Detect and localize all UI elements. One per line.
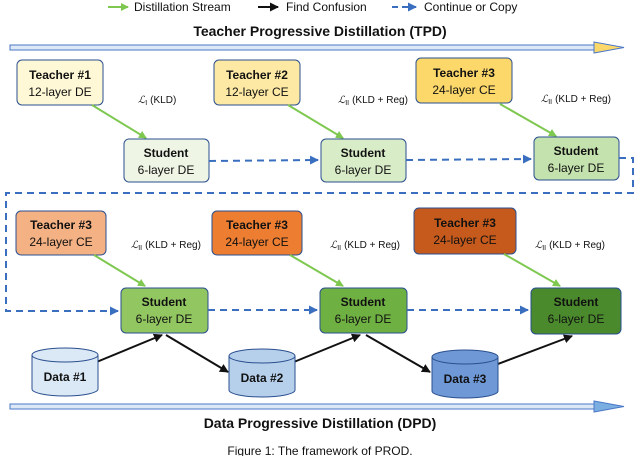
svg-text:Student: Student xyxy=(554,295,599,309)
tpd-teacher-2-desc: 12-layer CE xyxy=(225,85,288,99)
legend-distill-label: Distillation Stream xyxy=(134,0,231,14)
figure-caption: Figure 1: The framework of PROD. xyxy=(227,444,412,456)
svg-text:Student: Student xyxy=(341,146,386,160)
dpd-distill-arrow-3 xyxy=(503,253,561,287)
dpd-teacher-1: Teacher #3 24-layer CE xyxy=(15,210,107,256)
tpd-teacher-3: Teacher #3 24-layer CE xyxy=(415,57,513,104)
dpd-distill-arrow-1 xyxy=(93,254,146,287)
tpd-distill-arrow-1 xyxy=(91,104,147,139)
svg-text:ℒI(KLD): ℒI(KLD) xyxy=(138,95,176,107)
tpd-student-2: Student 6-layer DE xyxy=(320,138,407,183)
svg-text:Data #1: Data #1 xyxy=(44,370,87,384)
dpd-loss-2: ℒII(KLD + Reg) xyxy=(330,240,400,252)
svg-text:6-layer DE: 6-layer DE xyxy=(138,163,195,177)
tpd-teacher-1: Teacher #1 12-layer DE xyxy=(16,59,104,106)
tpd-loss-2: ℒII(KLD + Reg) xyxy=(338,95,408,107)
legend-copy-label: Continue or Copy xyxy=(424,0,517,14)
dpd-teacher-3: Teacher #3 24-layer CE xyxy=(413,207,517,255)
dpd-student-1: Student 6-layer DE xyxy=(120,287,209,334)
tpd-teacher-2: Teacher #2 12-layer CE xyxy=(213,59,301,106)
svg-text:6-layer DE: 6-layer DE xyxy=(548,161,605,175)
tpd-student-1: Student 6-layer DE xyxy=(123,138,210,183)
tpd-teacher-2-name: Teacher #2 xyxy=(226,68,288,82)
tpd-teacher-1-desc: 12-layer DE xyxy=(28,85,91,99)
svg-text:ℒII(KLD + Reg): ℒII(KLD + Reg) xyxy=(330,240,400,252)
svg-text:Data #2: Data #2 xyxy=(241,371,284,385)
confusion-arrow-student1-data2 xyxy=(165,334,229,373)
svg-text:Teacher #3: Teacher #3 xyxy=(434,216,496,230)
tpd-teacher-3-name: Teacher #3 xyxy=(433,66,495,80)
tpd-teacher-3-desc: 24-layer CE xyxy=(432,83,495,97)
svg-text:Student: Student xyxy=(554,144,599,158)
tpd-distill-arrow-2 xyxy=(287,104,344,139)
confusion-arrow-student2-data3 xyxy=(365,334,431,373)
dpd-title: Data Progressive Distillation (DPD) xyxy=(204,415,437,431)
svg-text:ℒII(KLD + Reg): ℒII(KLD + Reg) xyxy=(541,94,611,106)
tpd-copy-arrow-1 xyxy=(208,155,319,165)
tpd-teacher-1-name: Teacher #1 xyxy=(29,68,91,82)
svg-text:Student: Student xyxy=(142,295,187,309)
tpd-copy-arrow-2 xyxy=(405,154,532,164)
dpd-student-3: Student 6-layer DE xyxy=(530,287,622,335)
dpd-loss-1: ℒII(KLD + Reg) xyxy=(131,240,201,252)
svg-text:Student: Student xyxy=(341,295,386,309)
svg-text:6-layer DE: 6-layer DE xyxy=(335,163,392,177)
svg-text:ℒII(KLD + Reg): ℒII(KLD + Reg) xyxy=(338,95,408,107)
tpd-loss-1: ℒI(KLD) xyxy=(138,95,176,107)
dpd-teacher-2: Teacher #3 24-layer CE xyxy=(211,210,303,256)
svg-text:Teacher #3: Teacher #3 xyxy=(30,218,92,232)
svg-text:24-layer CE: 24-layer CE xyxy=(225,235,288,249)
svg-text:ℒII(KLD + Reg): ℒII(KLD + Reg) xyxy=(131,240,201,252)
tpd-to-dpd-copy-path xyxy=(5,157,634,316)
tpd-title: Teacher Progressive Distillation (TPD) xyxy=(193,23,446,39)
svg-text:24-layer CE: 24-layer CE xyxy=(29,235,92,249)
svg-text:Teacher #3: Teacher #3 xyxy=(226,218,288,232)
dpd-student-2: Student 6-layer DE xyxy=(319,287,408,334)
data-cylinder-2: Data #2 xyxy=(228,348,296,398)
tpd-student-3: Student 6-layer DE xyxy=(533,136,620,181)
dpd-loss-3: ℒII(KLD + Reg) xyxy=(535,240,605,252)
tpd-band-arrow xyxy=(9,41,625,54)
legend-confusion-label: Find Confusion xyxy=(286,0,367,14)
svg-text:6-layer DE: 6-layer DE xyxy=(335,312,392,326)
svg-text:Data #3: Data #3 xyxy=(444,372,487,386)
legend: Distillation Stream Find Confusion Conti… xyxy=(108,0,517,14)
tpd-distill-arrow-3 xyxy=(499,103,557,137)
data-cylinder-3: Data #3 xyxy=(431,349,499,399)
tpd-loss-3: ℒII(KLD + Reg) xyxy=(541,94,611,106)
dpd-distill-arrow-2 xyxy=(289,254,344,287)
svg-text:ℒII(KLD + Reg): ℒII(KLD + Reg) xyxy=(535,240,605,252)
data-cylinder-1: Data #1 xyxy=(31,347,99,397)
svg-text:6-layer DE: 6-layer DE xyxy=(548,312,605,326)
svg-text:6-layer DE: 6-layer DE xyxy=(136,312,193,326)
svg-text:Student: Student xyxy=(144,146,189,160)
dpd-band-arrow xyxy=(9,400,625,413)
svg-text:24-layer CE: 24-layer CE xyxy=(433,233,496,247)
